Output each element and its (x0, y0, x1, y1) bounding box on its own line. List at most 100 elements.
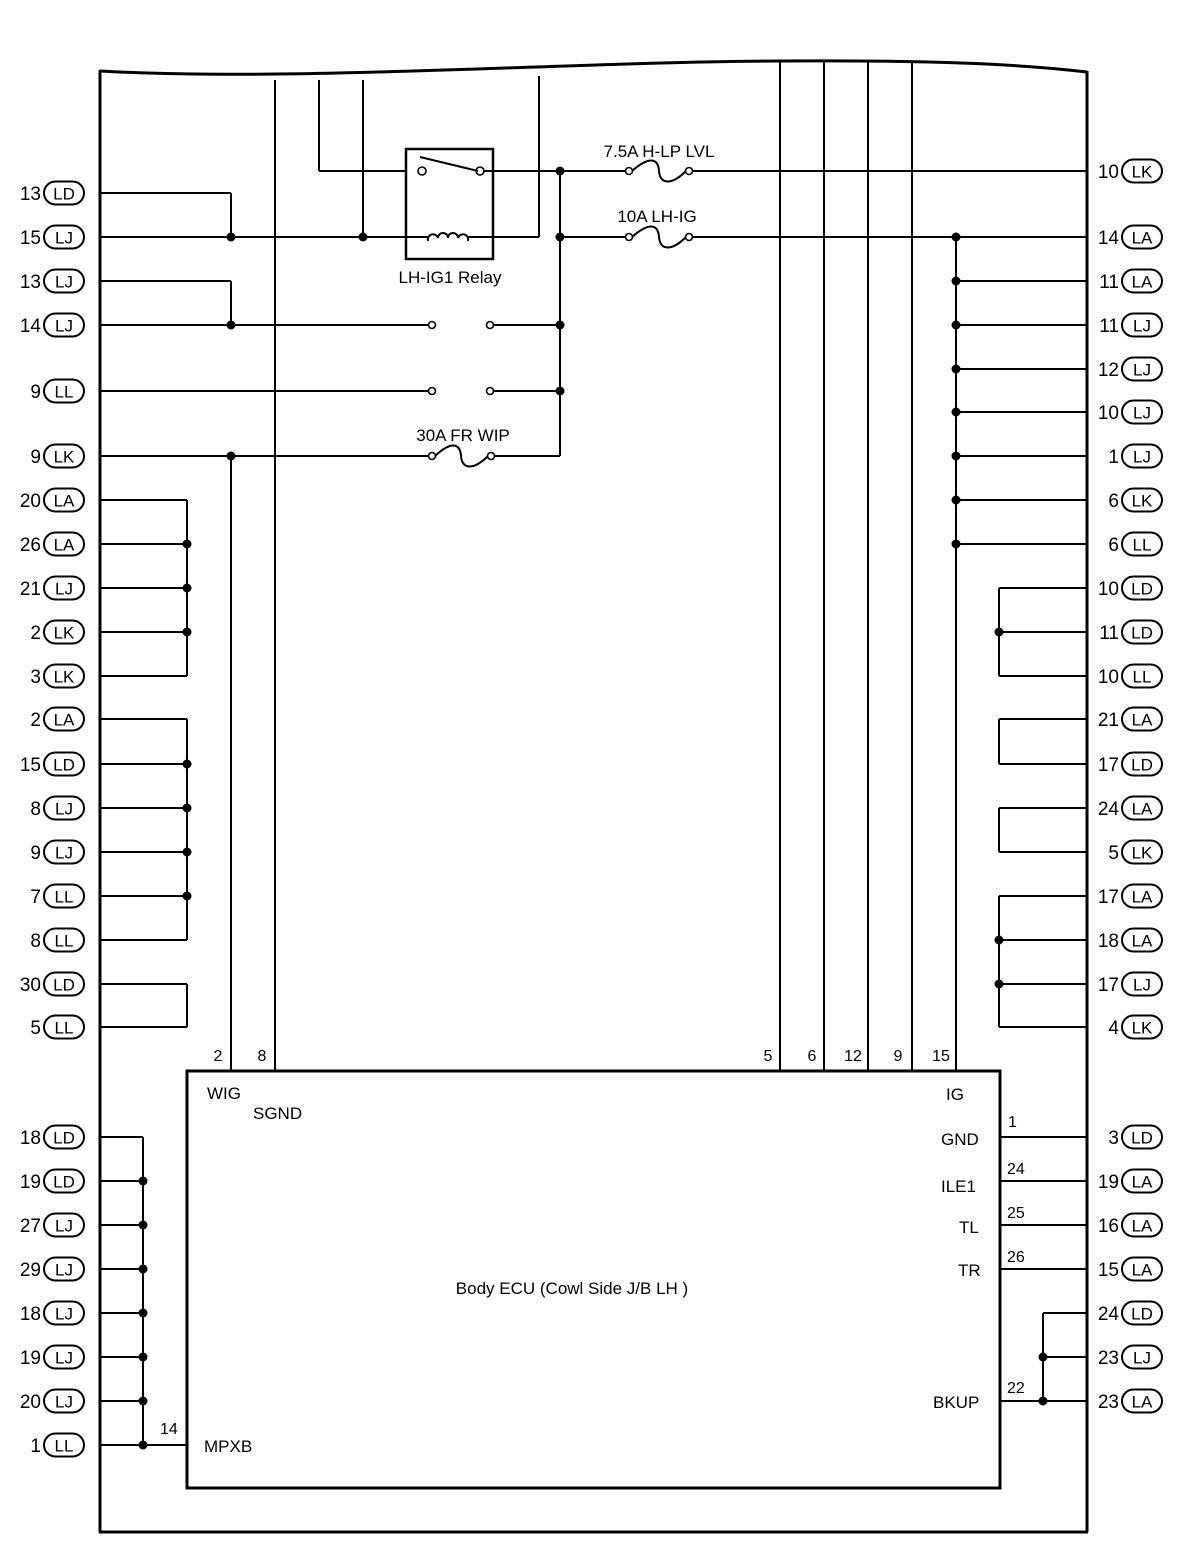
terminal-number: 10 (1098, 667, 1119, 688)
connector-code: LD (1131, 624, 1153, 643)
terminal-badge (43, 531, 85, 557)
connector-code: LL (55, 888, 74, 907)
terminal-number: 9 (30, 447, 41, 468)
terminal-number: 26 (20, 535, 41, 556)
signal-ig: IG (946, 1085, 964, 1104)
terminal-badge (43, 706, 85, 732)
connector-code: LA (54, 492, 75, 511)
terminal-number: 3 (30, 667, 41, 688)
connector-code: LJ (55, 1217, 73, 1236)
terminal-badge (1121, 268, 1163, 294)
pin-5: 5 (764, 1048, 773, 1065)
terminal-number: 18 (1098, 931, 1119, 952)
terminal-number: 21 (20, 579, 41, 600)
lh-ig1-relay: LH-IG1 Relay (399, 147, 502, 287)
connector-code: LJ (55, 844, 73, 863)
connector-code: LA (1132, 1393, 1153, 1412)
fuse-hlp-lvl: 7.5A H-LP LVL (604, 142, 714, 183)
terminal-number: 6 (1108, 491, 1119, 512)
connector-code: LJ (1133, 361, 1151, 380)
connector-terminal-left: LJ 19 (20, 1344, 85, 1370)
terminal-badge (43, 1014, 85, 1040)
terminal-badge (43, 312, 85, 338)
fuse-fr-wip: 30A FR WIP (416, 426, 510, 468)
connector-terminal-left: LL1 (30, 1432, 85, 1458)
connector-terminal-right: LK 10 (1098, 158, 1163, 184)
terminal-number: 9 (30, 843, 41, 864)
terminal-number: 4 (1108, 1018, 1119, 1039)
terminal-badge (43, 1344, 85, 1370)
connector-code: LJ (55, 800, 73, 819)
connector-code: LJ (1133, 448, 1151, 467)
terminal-number: 11 (1099, 272, 1119, 293)
signal-tr: TR (958, 1261, 981, 1280)
terminal-number: 11 (1099, 316, 1119, 337)
connector-code: LD (1131, 580, 1153, 599)
terminal-number: 14 (1098, 228, 1120, 249)
fuse-label: 30A FR WIP (416, 426, 510, 445)
pin-gnd: 1 (1008, 1114, 1017, 1131)
terminal-number: 20 (20, 1392, 41, 1413)
terminal-badge (43, 927, 85, 953)
terminal-number: 19 (20, 1348, 41, 1369)
connector-code: LD (53, 1129, 75, 1148)
terminal-number: 1 (1108, 447, 1119, 468)
terminal-badge (43, 1300, 85, 1326)
terminal-badge (43, 795, 85, 821)
connector-code: LK (1132, 163, 1153, 182)
connector-terminal-right: LL6 (1108, 531, 1163, 557)
terminal-number: 1 (30, 1436, 41, 1457)
junction-block-frame (98, 59, 1089, 1534)
terminal-number: 2 (30, 710, 41, 731)
switch-contacts (427, 320, 495, 396)
terminal-number: 3 (1108, 1128, 1119, 1149)
terminal-number: 15 (20, 228, 41, 249)
signal-tl: TL (959, 1218, 979, 1237)
terminal-number: 12 (1098, 360, 1119, 381)
terminal-number: 10 (1098, 162, 1119, 183)
connector-code: LL (55, 383, 74, 402)
connector-code: LL (55, 1019, 74, 1038)
terminal-number: 16 (1098, 1216, 1119, 1237)
terminal-badge (43, 883, 85, 909)
terminal-number: 10 (1098, 403, 1119, 424)
pin-tr: 26 (1007, 1249, 1025, 1266)
signal-ile1: ILE1 (941, 1177, 976, 1196)
fuse-icon (631, 225, 687, 249)
terminal-badge (1121, 1168, 1163, 1194)
connector-terminal-left: LL8 (30, 927, 85, 953)
connector-code: LJ (55, 317, 73, 336)
connector-code: LJ (55, 273, 73, 292)
connector-terminal-left: LJ8 (30, 795, 85, 821)
terminal-badge (1121, 706, 1163, 732)
connector-code: LL (1133, 536, 1152, 555)
terminal-badge (1121, 531, 1163, 557)
connector-code: LA (1132, 273, 1153, 292)
connector-terminal-right: LK5 (1108, 839, 1163, 865)
terminal-number: 14 (20, 316, 42, 337)
connector-code: LA (1132, 888, 1153, 907)
connector-terminal-right: LA 11 (1099, 268, 1163, 294)
terminal-number: 21 (1098, 710, 1119, 731)
connector-code: LJ (55, 1261, 73, 1280)
terminal-badge (1121, 1344, 1163, 1370)
terminal-badge (43, 619, 85, 645)
terminal-badge (1121, 158, 1163, 184)
connector-code: LJ (55, 1349, 73, 1368)
pin-ile1: 24 (1007, 1161, 1025, 1178)
terminal-badge (1121, 927, 1163, 953)
terminal-number: 20 (20, 491, 41, 512)
connector-code: LA (54, 711, 75, 730)
